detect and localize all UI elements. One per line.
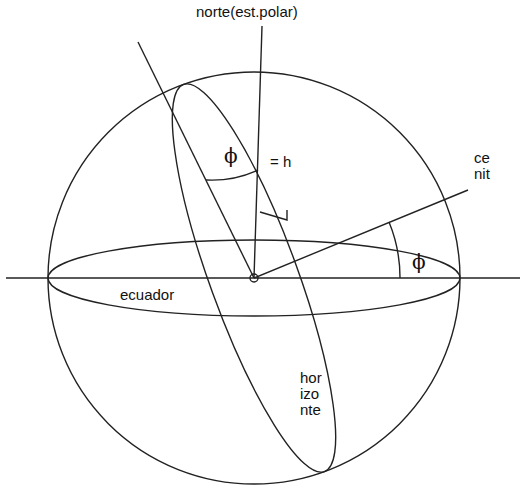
axis-label: norte(est.polar): [196, 4, 356, 20]
polar-axis: [254, 26, 262, 278]
center-point: [250, 274, 258, 282]
axis-label: ecuador: [120, 287, 200, 303]
zenith-line: [254, 190, 468, 278]
phi-arc: [206, 170, 258, 180]
axis-label: hor izo nte: [300, 370, 336, 417]
angle-symbol: ϕ: [412, 252, 434, 273]
angle-symbol: ϕ: [224, 146, 246, 167]
tilted-axis: [138, 42, 254, 278]
phi-arc: [389, 222, 400, 278]
axis-label: ce nit: [474, 150, 504, 182]
axis-label: = h: [270, 154, 310, 170]
horizontal-axis: [6, 277, 520, 278]
angle-mark: [260, 210, 287, 220]
